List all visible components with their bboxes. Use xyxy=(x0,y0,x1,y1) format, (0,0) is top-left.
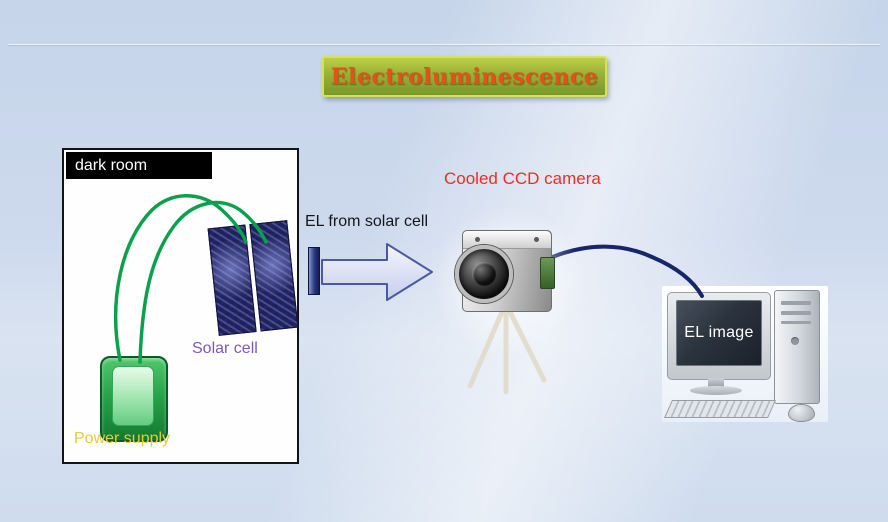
camera-circuit-board xyxy=(540,257,555,289)
right-arrow-icon xyxy=(321,243,433,301)
solar-panel-right xyxy=(249,220,299,332)
solar-cell-label: Solar cell xyxy=(192,340,258,357)
ccd-camera-label: Cooled CCD camera xyxy=(444,169,601,188)
monitor-base xyxy=(690,386,742,395)
el-arrow-label: EL from solar cell xyxy=(305,213,428,230)
slide-title: Electroluminescence xyxy=(330,63,599,90)
drive-slot xyxy=(781,321,811,324)
screw-icon xyxy=(534,237,539,242)
power-button-icon xyxy=(791,337,799,345)
computer-image: EL image xyxy=(662,286,828,422)
ccd-camera-image xyxy=(432,206,582,399)
dark-room-label: dark room xyxy=(75,156,148,174)
monitor: EL image xyxy=(667,292,771,380)
screw-icon xyxy=(475,237,480,242)
camera-lens-icon xyxy=(455,245,513,303)
keyboard xyxy=(664,400,777,418)
title-banner: Electroluminescence xyxy=(322,56,607,97)
divider-line xyxy=(8,44,880,45)
camera-top-plate xyxy=(463,231,551,249)
power-supply-window xyxy=(112,366,154,426)
el-image-label: EL image xyxy=(684,324,754,341)
dark-room-header: dark room xyxy=(66,152,212,179)
drive-slot xyxy=(781,311,811,315)
power-supply-label: Power supply xyxy=(74,430,171,447)
solar-cell-image xyxy=(207,220,299,336)
camera-body xyxy=(455,230,555,312)
computer-tower xyxy=(774,290,820,404)
dark-room-box: dark room Solar cell Power supply xyxy=(62,148,299,464)
power-supply-image xyxy=(100,356,168,442)
tripod-icon xyxy=(467,309,547,395)
emitter-bar xyxy=(308,247,320,295)
monitor-screen: EL image xyxy=(676,300,762,366)
solar-panel-left xyxy=(207,224,257,336)
arrow-shape xyxy=(321,243,433,301)
mouse xyxy=(788,404,815,422)
drive-slot xyxy=(781,301,811,305)
monitor-stand xyxy=(708,378,724,387)
